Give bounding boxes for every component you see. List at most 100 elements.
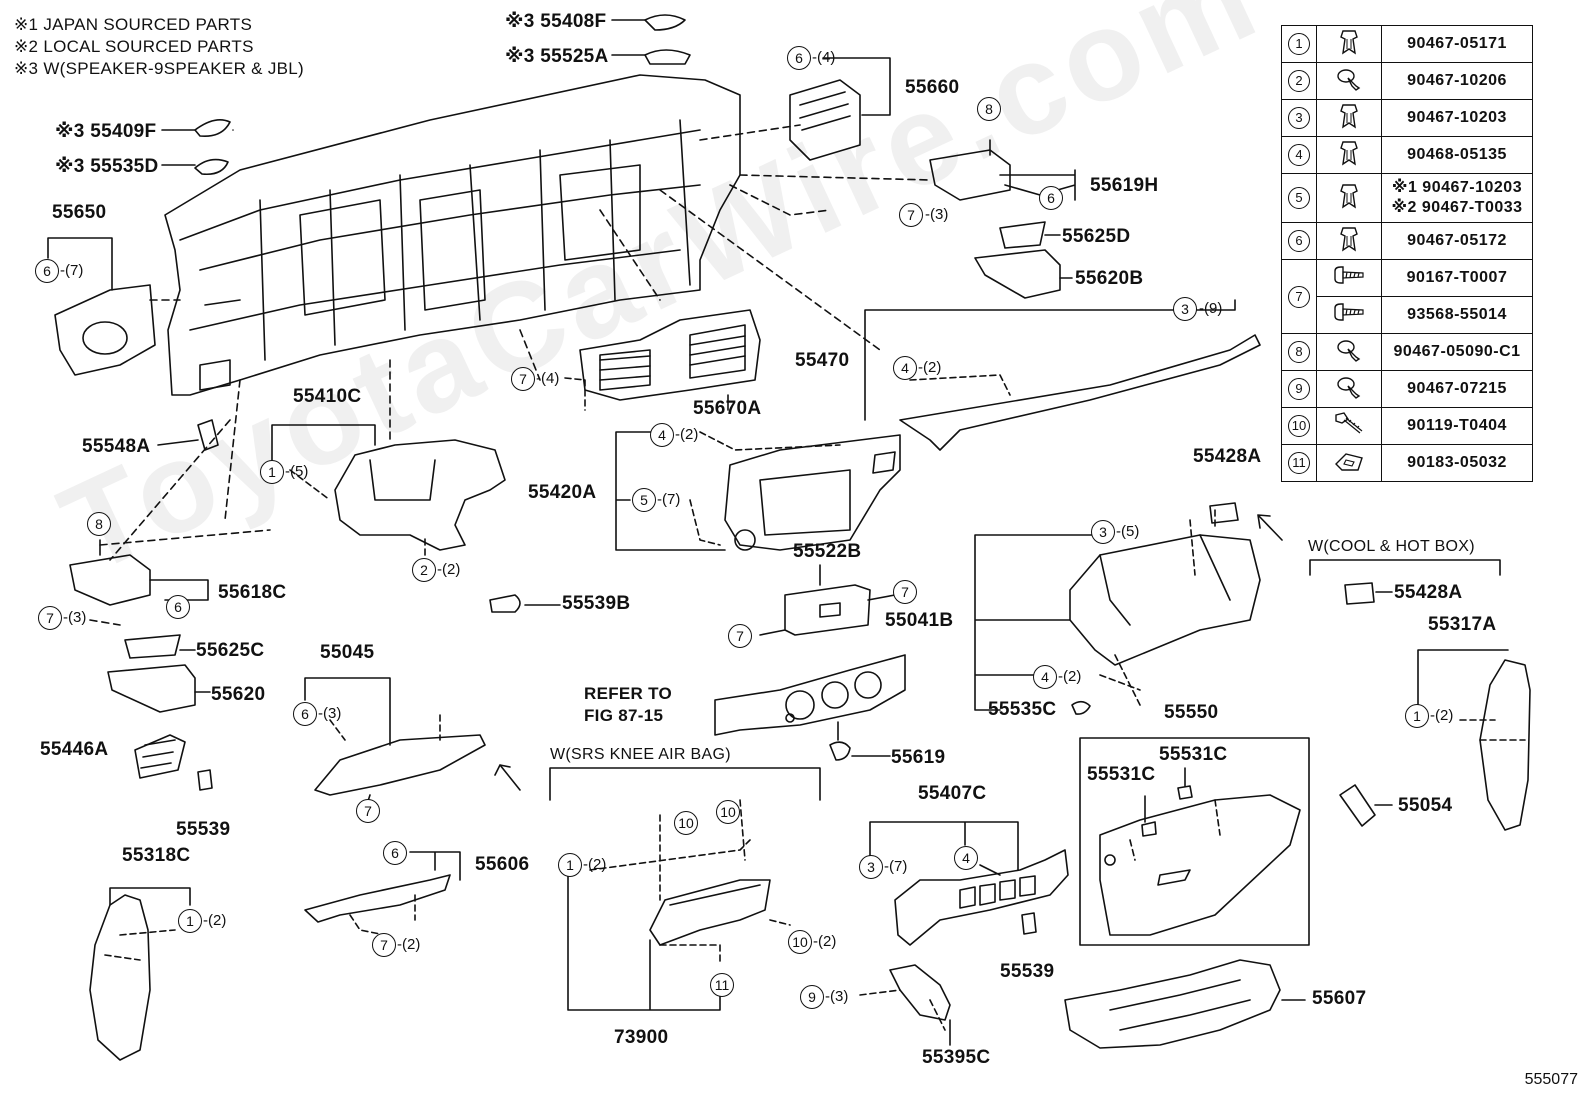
part-label-55650[interactable]: 55650 [52, 202, 107, 223]
part-label-55531C-left[interactable]: 55531C [1087, 764, 1156, 785]
part-label-55408F[interactable]: ※3 55408F [505, 11, 607, 32]
fastener-part-number: 90467-10206 [1381, 62, 1533, 100]
callout-3: 3 [1173, 297, 1197, 321]
callout-qty: -(2) [437, 561, 461, 578]
callout-6: 6 [383, 841, 407, 865]
cup-holder-55618C [69, 554, 151, 606]
cover-55625C [124, 634, 181, 659]
part-label-55550[interactable]: 55550 [1164, 702, 1219, 723]
callout-qty: -(4) [536, 370, 560, 387]
part-label-55045[interactable]: 55045 [320, 642, 375, 663]
part-label-55428A-top[interactable]: 55428A [1193, 446, 1262, 467]
clip-icon [1316, 222, 1382, 260]
part-label-55625D[interactable]: 55625D [1062, 226, 1131, 247]
trim-55606 [304, 874, 451, 923]
callout-qty: -(4) [812, 49, 836, 66]
callout-qty: -(2) [397, 936, 421, 953]
part-label-55625C[interactable]: 55625C [196, 640, 265, 661]
part-label-55607[interactable]: 55607 [1312, 988, 1367, 1009]
fastener-row[interactable]: 3 90467-10203 [1281, 99, 1533, 137]
callout-qty: -(7) [60, 262, 84, 279]
part-label-55548A[interactable]: 55548A [82, 436, 151, 457]
part-label-55410C[interactable]: 55410C [293, 386, 362, 407]
part-label-55317A[interactable]: 55317A [1428, 614, 1497, 635]
part-label-55670A[interactable]: 55670A [693, 398, 762, 419]
fig-reference-link[interactable]: FIG 87-15 [584, 706, 664, 725]
fastener-ref-number: 5 [1281, 173, 1317, 223]
lower-cover-55045 [314, 734, 486, 796]
clip-55548A [197, 419, 219, 451]
part-label-73900[interactable]: 73900 [614, 1027, 669, 1048]
part-label-55525A[interactable]: ※3 55525A [505, 46, 609, 67]
part-label-55619H[interactable]: 55619H [1090, 175, 1159, 196]
part-label-55409F[interactable]: ※3 55409F [55, 121, 157, 142]
speaker-grille-55525A [644, 49, 691, 65]
cool-hot-box-caption: W(COOL & HOT BOX) [1308, 538, 1475, 555]
part-label-55535C[interactable]: 55535C [988, 699, 1057, 720]
part-label-55620[interactable]: 55620 [211, 684, 266, 705]
part-label-55539-mid[interactable]: 55539 [1000, 961, 1055, 982]
part-label-55539-left[interactable]: 55539 [176, 819, 231, 840]
part-label-55522B[interactable]: 55522B [793, 541, 862, 562]
fastener-ref-number: 3 [1281, 99, 1317, 137]
part-label-55054[interactable]: 55054 [1398, 795, 1453, 816]
callout-4: 4 [893, 356, 917, 380]
part-label-55041B[interactable]: 55041B [885, 610, 954, 631]
part-label-55446A[interactable]: 55446A [40, 739, 109, 760]
fastener-row[interactable]: 5 ※1 90467-10203※2 90467-T0033 [1281, 173, 1533, 223]
fastener-ref-number: 9 [1281, 370, 1317, 408]
part-label-55660[interactable]: 55660 [905, 77, 960, 98]
callout-qty: -(3) [63, 609, 87, 626]
side-panel-55318C [89, 894, 151, 1061]
callout-7: 7 [893, 580, 917, 604]
fastener-row[interactable]: 4 90468-05135 [1281, 136, 1533, 174]
callout-qty: -(2) [1058, 668, 1082, 685]
part-label-55318C[interactable]: 55318C [122, 845, 191, 866]
clip-55539-mid [1021, 912, 1037, 935]
fastener-row[interactable]: 93568-55014 [1282, 296, 1533, 334]
part-label-55620B[interactable]: 55620B [1075, 268, 1144, 289]
fastener-part-number: 90467-10203 [1381, 99, 1533, 137]
cover-55625D [999, 221, 1046, 249]
clip-55428A-box [1344, 582, 1375, 605]
callout-7: 7 [728, 624, 752, 648]
callout-3: 3 [1091, 520, 1115, 544]
clip-icon [1316, 173, 1382, 223]
callout-11: 11 [710, 973, 734, 997]
callout-6: 6 [35, 259, 59, 283]
callout-qty: -(3) [925, 206, 949, 223]
part-label-55395C[interactable]: 55395C [922, 1047, 991, 1068]
center-register-55660 [789, 79, 861, 161]
part-label-55531C-right[interactable]: 55531C [1159, 744, 1228, 765]
fastener-ref-number: 4 [1281, 136, 1317, 174]
part-label-55619[interactable]: 55619 [891, 747, 946, 768]
bracket-55395C [889, 964, 951, 1021]
part-label-55539B[interactable]: 55539B [562, 593, 631, 614]
part-label-55606[interactable]: 55606 [475, 854, 530, 875]
part-label-55428A-box[interactable]: 55428A [1394, 582, 1463, 603]
fastener-part-number: ※1 90467-10203※2 90467-T0033 [1381, 173, 1533, 223]
bulb-55535C [1071, 700, 1091, 715]
part-label-55420A[interactable]: 55420A [528, 482, 597, 503]
speaker-cover-55408F [644, 14, 686, 31]
fastener-part-number: 90468-05135 [1381, 136, 1533, 174]
callout-qty: -(2) [813, 933, 837, 950]
stopper-55531C-a [1141, 821, 1157, 837]
center-register-55670A [579, 309, 761, 401]
part-label-55470[interactable]: 55470 [795, 350, 850, 371]
part-label-55535D[interactable]: ※3 55535D [55, 156, 159, 177]
lower-center-55407C [894, 849, 1069, 946]
part-label-55618C[interactable]: 55618C [218, 582, 287, 603]
callout-10: 10 [788, 930, 812, 954]
fastener-part-number: 93568-55014 [1381, 296, 1533, 334]
part-label-55407C[interactable]: 55407C [918, 783, 987, 804]
side-register-55650 [54, 284, 156, 376]
